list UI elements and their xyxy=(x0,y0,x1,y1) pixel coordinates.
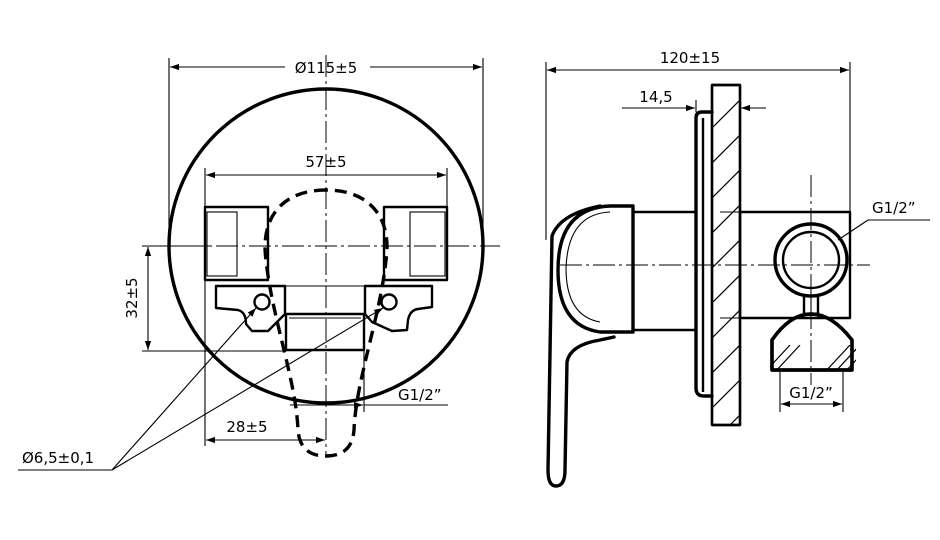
side-bottom-outlet-hatching xyxy=(770,345,856,370)
front-right-body-inner xyxy=(409,211,446,277)
side-bottom-outlet-nut-outline xyxy=(770,312,854,372)
side-lever-handle xyxy=(546,204,616,488)
dim-overall-depth-label: 120±15 xyxy=(660,49,720,67)
front-right-mounting-lug xyxy=(363,284,434,333)
side-lever-dome xyxy=(556,204,635,334)
wall-outline xyxy=(710,83,742,427)
front-lever-hidden-outline xyxy=(263,188,389,458)
dim-plate-offset-label: 14,5 xyxy=(639,88,672,106)
dim-body-width-label: 57±5 xyxy=(305,153,346,171)
front-view: Ø115±5 57±5 32±5 28±5 G1/2” Ø6,5±0,1 xyxy=(18,55,500,471)
dim-outer-diameter-label: Ø115±5 xyxy=(295,59,358,77)
dim-vertical-offset-label: 32±5 xyxy=(123,277,141,318)
front-right-body-block xyxy=(382,205,449,282)
side-lever-dome-inner xyxy=(565,211,611,323)
front-right-mounting-hole xyxy=(380,293,398,311)
side-rosette-plate xyxy=(694,110,714,398)
dim-outlet-thread-label: G1/2” xyxy=(398,386,442,404)
dim-hole-diameter-label: Ø6,5±0,1 xyxy=(22,449,94,467)
side-cartridge-sleeve xyxy=(631,210,698,332)
wall-section xyxy=(710,83,742,427)
dim-side-outlet-thread-label: G1/2” xyxy=(872,199,916,217)
wall-hatching xyxy=(712,99,740,425)
hole-leader-right xyxy=(111,307,384,471)
front-left-mounting-hole xyxy=(253,293,271,311)
dim-hole-spacing-label: 28±5 xyxy=(226,418,267,436)
side-thread-leader xyxy=(837,219,869,241)
front-outlet-block xyxy=(284,312,366,352)
side-outlet-inner-ring xyxy=(781,230,841,290)
front-left-body-block xyxy=(203,205,270,282)
front-left-body-inner xyxy=(206,211,238,277)
dim-bottom-outlet-thread-label: G1/2” xyxy=(789,384,833,402)
hole-leader-left xyxy=(111,307,257,471)
side-view: 120±15 14,5 G1/2” G1/2” xyxy=(545,49,930,488)
